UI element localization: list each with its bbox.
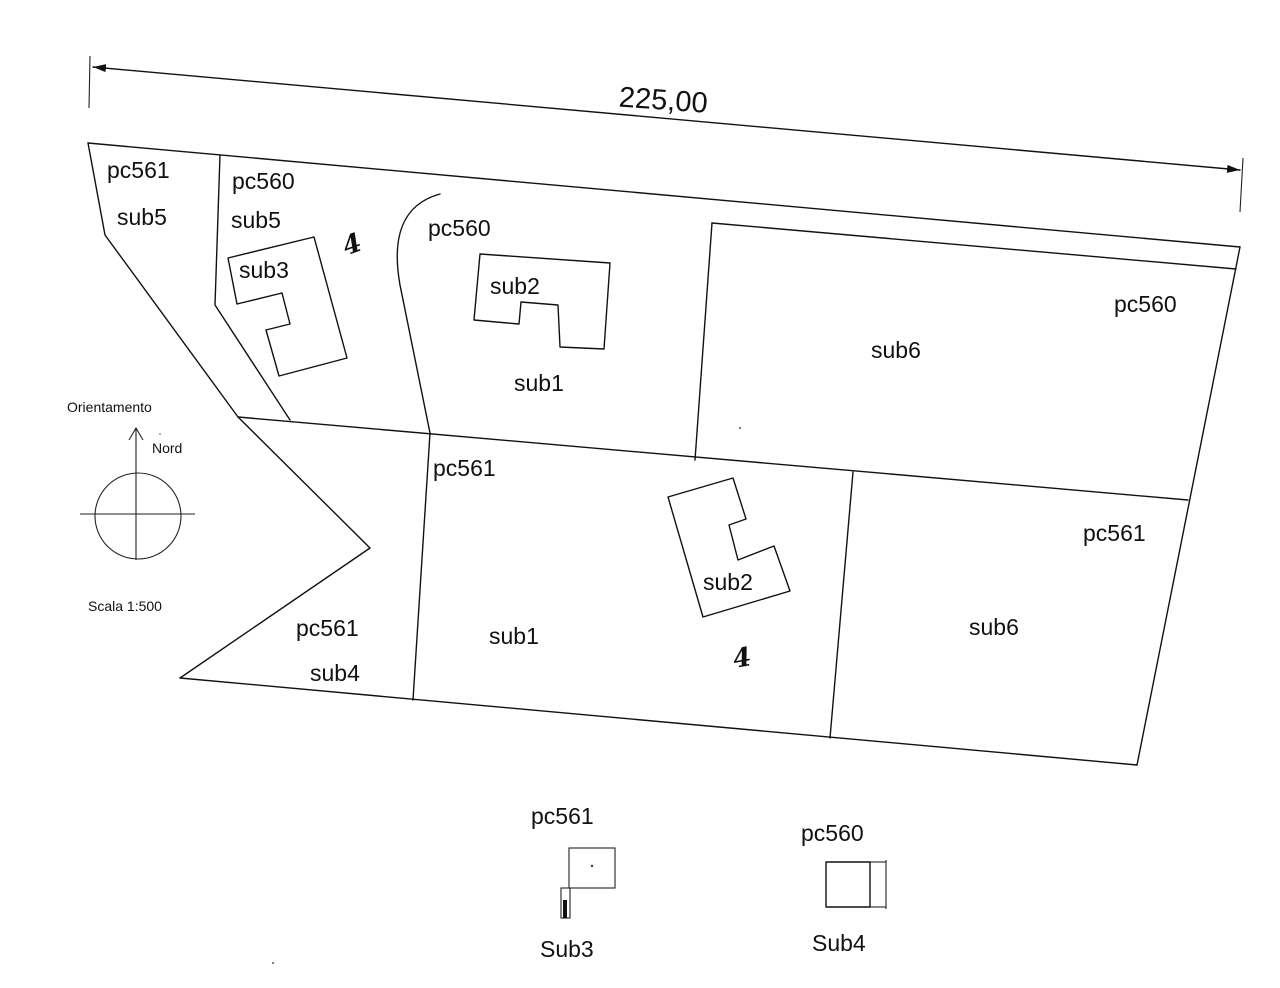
label-pc561-sub6-sub: sub6 bbox=[969, 614, 1019, 640]
scan-specks bbox=[159, 427, 741, 964]
building-sub3 bbox=[227, 236, 348, 377]
label-pc561-sub5-pc: pc561 bbox=[107, 157, 170, 183]
label-pc561-sub5-sub: sub5 bbox=[117, 204, 167, 230]
label-sub3: sub3 bbox=[239, 257, 289, 283]
detail-sub3-pc: pc561 bbox=[531, 803, 594, 829]
detail-sub3-label: Sub3 bbox=[540, 936, 594, 962]
marker-bottom: 4 bbox=[731, 642, 754, 675]
label-pc560-sub5-sub: sub5 bbox=[231, 207, 281, 233]
label-pc561-sub1-pc: pc561 bbox=[433, 455, 496, 481]
dimension-line: 225,00 bbox=[88, 55, 1244, 213]
label-sub2-north: sub2 bbox=[490, 273, 540, 299]
label-pc561-sub4-sub: sub4 bbox=[310, 660, 360, 686]
parcel-labels: pc561 sub5 pc560 sub5 sub3 pc560 sub2 su… bbox=[107, 157, 1177, 686]
compass-north: Nord bbox=[152, 440, 182, 456]
label-sub2-south: sub2 bbox=[703, 569, 753, 595]
label-pc560-sub1-pc: pc560 bbox=[428, 215, 491, 241]
detail-sub4: pc560 Sub4 bbox=[801, 820, 887, 956]
label-pc560-sub1-sub: sub1 bbox=[514, 370, 564, 396]
compass-circle bbox=[94, 472, 182, 560]
detail-sub4-pc: pc560 bbox=[801, 820, 864, 846]
building-sub2-south bbox=[667, 477, 791, 618]
handwritten-markers: 4 4 bbox=[339, 228, 754, 675]
detail-sub4-label: Sub4 bbox=[812, 930, 866, 956]
detail-sub3: pc561 Sub3 bbox=[531, 803, 616, 962]
label-pc560-sub6-sub: sub6 bbox=[871, 337, 921, 363]
compass: Orientamento Nord Scala 1:500 bbox=[67, 399, 195, 614]
buildings bbox=[227, 236, 791, 618]
label-pc561-sub6-pc: pc561 bbox=[1083, 520, 1146, 546]
label-pc560-sub5-pc: pc560 bbox=[232, 168, 295, 194]
building-sub2-north bbox=[473, 253, 611, 350]
dimension-label: 225,00 bbox=[618, 82, 709, 120]
label-pc561-sub1-sub: sub1 bbox=[489, 623, 539, 649]
scale-label: Scala 1:500 bbox=[88, 598, 162, 614]
label-pc560-sub6-pc: pc560 bbox=[1114, 291, 1177, 317]
parcel-boundaries bbox=[87, 142, 1241, 766]
label-pc561-sub4-pc: pc561 bbox=[296, 615, 359, 641]
compass-title: Orientamento bbox=[67, 399, 152, 415]
marker-top: 4 bbox=[339, 228, 366, 262]
